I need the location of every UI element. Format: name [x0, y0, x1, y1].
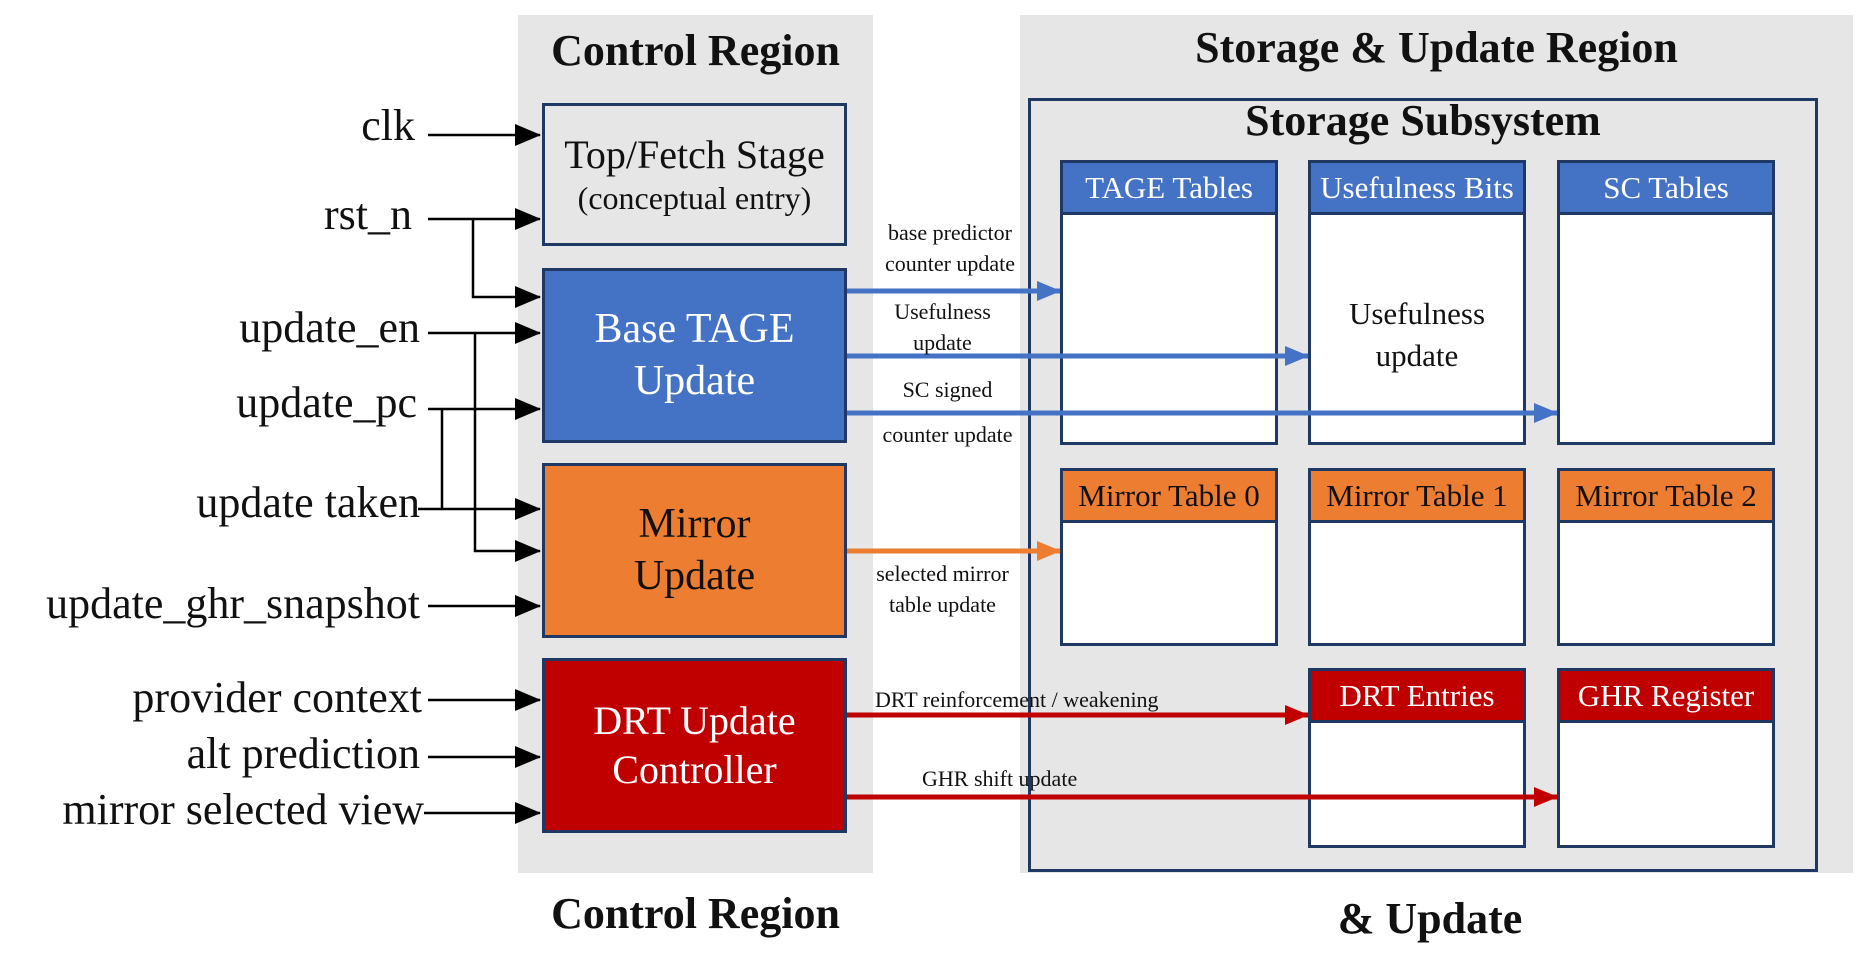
- usefulness-edge-line2: update: [913, 329, 972, 355]
- mirror-line2: Update: [633, 552, 756, 599]
- base-tage-line1: Base TAGE: [594, 306, 795, 353]
- sc-tables-header: SC Tables: [1560, 163, 1772, 215]
- update-pc-branch-wire: [440, 409, 541, 520]
- mirror-update-block: Mirror Update: [542, 463, 847, 638]
- clk-label: clk: [361, 101, 415, 150]
- drt-entries-header: DRT Entries: [1311, 671, 1523, 723]
- base-predictor-line1: base predictor: [888, 220, 1012, 245]
- usefulness-body-line2: update: [1375, 337, 1459, 373]
- provider-context-label: provider context: [132, 673, 422, 722]
- ghr-shift-update-label: GHR shift update: [922, 766, 1078, 791]
- base-predictor-update-label: base predictor counter update: [870, 218, 1030, 280]
- drt-entries-table: DRT Entries: [1308, 668, 1526, 848]
- usefulness-update-label: Usefulness update: [870, 297, 1015, 359]
- top-fetch-line2: (conceptual entry): [577, 180, 812, 217]
- sc-signed-label: SC signed: [902, 377, 993, 402]
- base-tage-line2: Update: [633, 357, 756, 404]
- sc-tables: SC Tables: [1557, 160, 1775, 445]
- usefulness-bits-header: Usefulness Bits: [1311, 163, 1523, 215]
- top-fetch-stage-block: Top/Fetch Stage (conceptual entry): [542, 103, 847, 246]
- drt-reinforcement-label: DRT reinforcement / weakening: [875, 687, 1159, 712]
- selected-mirror-line2: table update: [889, 591, 996, 617]
- storage-subsystem-title: Storage Subsystem: [1245, 96, 1601, 145]
- base-tage-update-block: Base TAGE Update: [542, 268, 847, 443]
- ghr-register-header: GHR Register: [1560, 671, 1772, 723]
- control-region-title: Control Region: [551, 26, 840, 75]
- storage-subsystem-frame: [1028, 98, 1818, 872]
- ghr-register-table: GHR Register: [1557, 668, 1775, 848]
- mirror-table-1: Mirror Table 1: [1308, 468, 1526, 646]
- usefulness-edge-line1: Usefulness: [894, 299, 991, 324]
- mirror-selected-view-label: mirror selected view: [62, 785, 424, 834]
- rst-n-label: rst_n: [324, 190, 412, 239]
- alt-prediction-label: alt prediction: [186, 729, 420, 778]
- mirror-table-1-header: Mirror Table 1: [1311, 471, 1523, 523]
- drt-line1: DRT Update: [593, 697, 796, 743]
- mirror-table-0-header: Mirror Table 0: [1063, 471, 1275, 523]
- rst-n-branch-wire: [471, 219, 541, 308]
- mirror-table-0: Mirror Table 0: [1060, 468, 1278, 646]
- control-region-footer: Control Region: [551, 889, 840, 938]
- usefulness-body-line1: Usefulness: [1348, 296, 1486, 331]
- mirror-table-2: Mirror Table 2: [1557, 468, 1775, 646]
- selected-mirror-update-label: selected mirror table update: [860, 559, 1025, 621]
- update-taken-label: update taken: [196, 478, 420, 527]
- usefulness-body-text: Usefulness update: [1311, 293, 1523, 377]
- selected-mirror-line1: selected mirror: [876, 561, 1009, 586]
- update-en-branch-wire: [473, 333, 541, 562]
- tage-tables: TAGE Tables: [1060, 160, 1278, 445]
- storage-region-footer: & Update: [1337, 894, 1523, 943]
- update-pc-label: update_pc: [236, 378, 417, 427]
- drt-update-controller-block: DRT Update Controller: [542, 658, 847, 833]
- drt-line2: Controller: [612, 746, 777, 792]
- top-fetch-line1: Top/Fetch Stage: [564, 131, 825, 177]
- mirror-table-2-header: Mirror Table 2: [1560, 471, 1772, 523]
- tage-tables-header: TAGE Tables: [1063, 163, 1275, 215]
- usefulness-bits-table: Usefulness Bits Usefulness update: [1308, 160, 1526, 445]
- storage-region-title: Storage & Update Region: [1195, 23, 1678, 72]
- mirror-line1: Mirror: [638, 501, 751, 548]
- update-ghr-snapshot-label: update_ghr_snapshot: [46, 579, 420, 628]
- base-predictor-line2: counter update: [884, 250, 1016, 276]
- update-en-label: update_en: [239, 303, 420, 352]
- counter-update-label: counter update: [882, 422, 1013, 447]
